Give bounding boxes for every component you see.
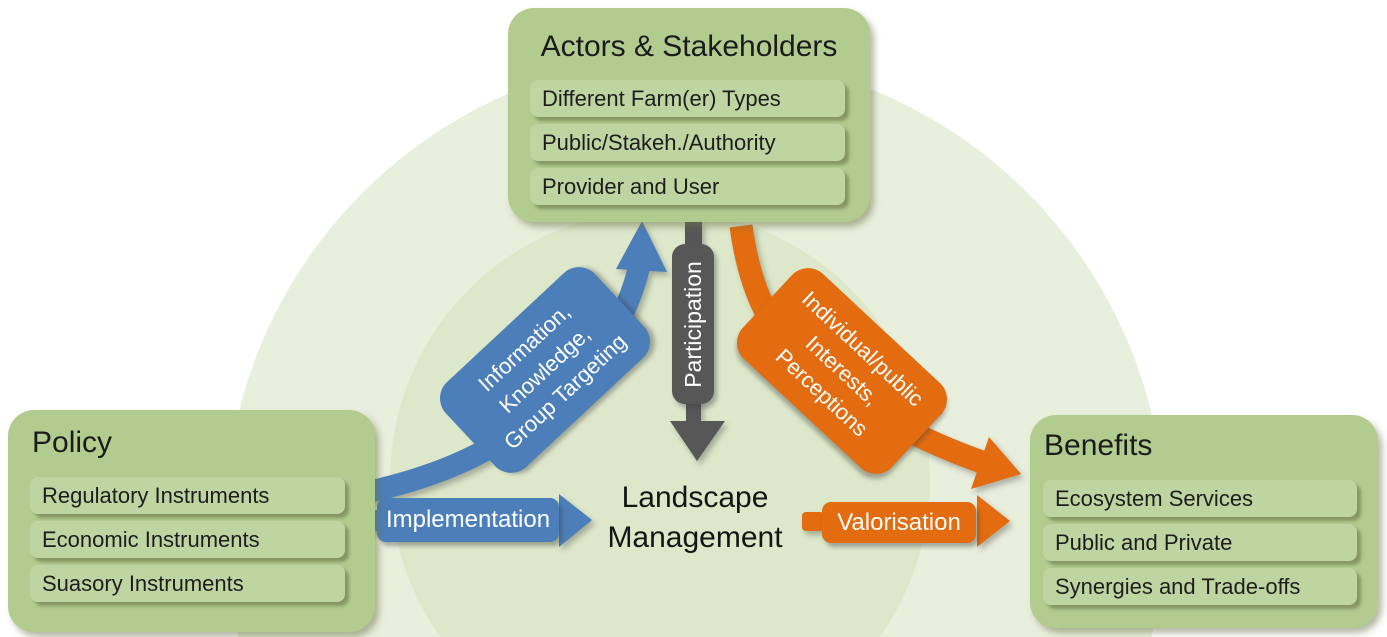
valorisation-arrow-stub	[802, 512, 824, 531]
actors-stakeholders-title: Actors & Stakeholders	[540, 30, 838, 63]
participation-label-text: Participation	[679, 260, 706, 388]
list-item: Regulatory Instruments	[30, 477, 345, 514]
policy-title: Policy	[32, 426, 113, 459]
landscape-management-label: Landscape Management	[607, 481, 783, 554]
actors-items: Different Farm(er) Types Public/Stakeh./…	[530, 80, 845, 212]
list-item: Ecosystem Services	[1043, 480, 1357, 517]
valorisation-label: Valorisation	[822, 502, 976, 543]
list-item: Public/Stakeh./Authority	[530, 124, 845, 161]
list-item: Economic Instruments	[30, 521, 345, 558]
valorisation-arrowhead-icon	[977, 495, 1010, 547]
benefits-items: Ecosystem Services Public and Private Sy…	[1043, 480, 1357, 612]
implementation-arrowhead-icon	[559, 494, 592, 547]
interests-arrowhead-icon	[971, 437, 1021, 489]
participation-arrow-stem-top	[685, 221, 702, 249]
actors-stakeholders-box: Actors & Stakeholders Different Farm(er)…	[508, 8, 870, 222]
participation-arrow-stem-bottom	[686, 400, 701, 422]
information-arrowhead-icon	[616, 221, 667, 272]
participation-arrowhead-icon	[670, 421, 725, 461]
policy-box: Policy Regulatory Instruments Economic I…	[8, 410, 375, 632]
benefits-box: Benefits Ecosystem Services Public and P…	[1030, 415, 1378, 628]
policy-items: Regulatory Instruments Economic Instrume…	[30, 477, 345, 609]
participation-label: Participation	[672, 244, 714, 404]
implementation-label: Implementation	[377, 498, 559, 542]
list-item: Synergies and Trade-offs	[1043, 568, 1357, 605]
list-item: Public and Private	[1043, 524, 1357, 561]
list-item: Different Farm(er) Types	[530, 80, 845, 117]
list-item: Suasory Instruments	[30, 565, 345, 602]
benefits-title: Benefits	[1044, 429, 1153, 462]
list-item: Provider and User	[530, 168, 845, 205]
